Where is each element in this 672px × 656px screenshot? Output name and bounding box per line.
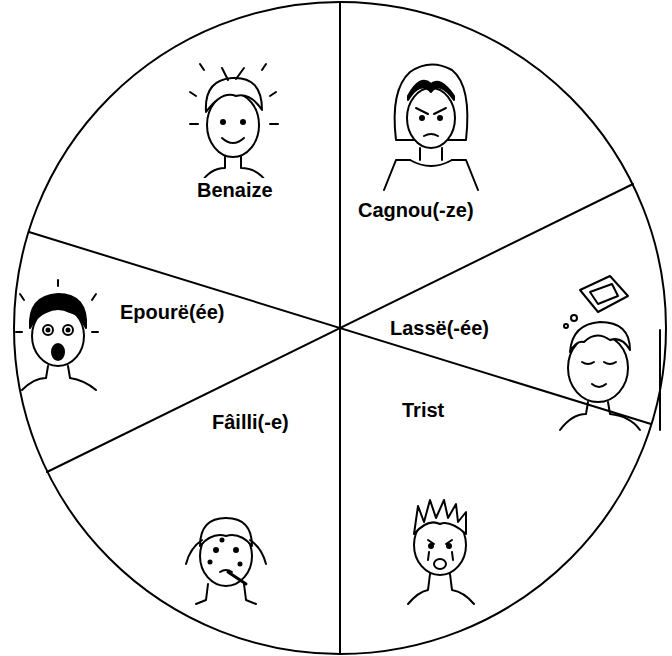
divider-line [47, 184, 633, 472]
happy-face [190, 64, 278, 184]
emotion-label: Lassë(-ée) [388, 316, 491, 340]
angry-face [384, 64, 478, 190]
sad-face [408, 500, 474, 604]
emotion-label: Cagnou(-ze) [356, 198, 476, 222]
emotion-label: Epourë(ée) [118, 300, 226, 324]
scared-face [16, 280, 98, 390]
emotion-label: Benaize [195, 178, 275, 202]
emotion-label: Trist [400, 398, 446, 422]
tired-face [560, 276, 660, 430]
ill-face [186, 518, 266, 604]
emotion-label: Fâilli(-e) [210, 410, 291, 434]
wheel-outline [14, 2, 666, 654]
